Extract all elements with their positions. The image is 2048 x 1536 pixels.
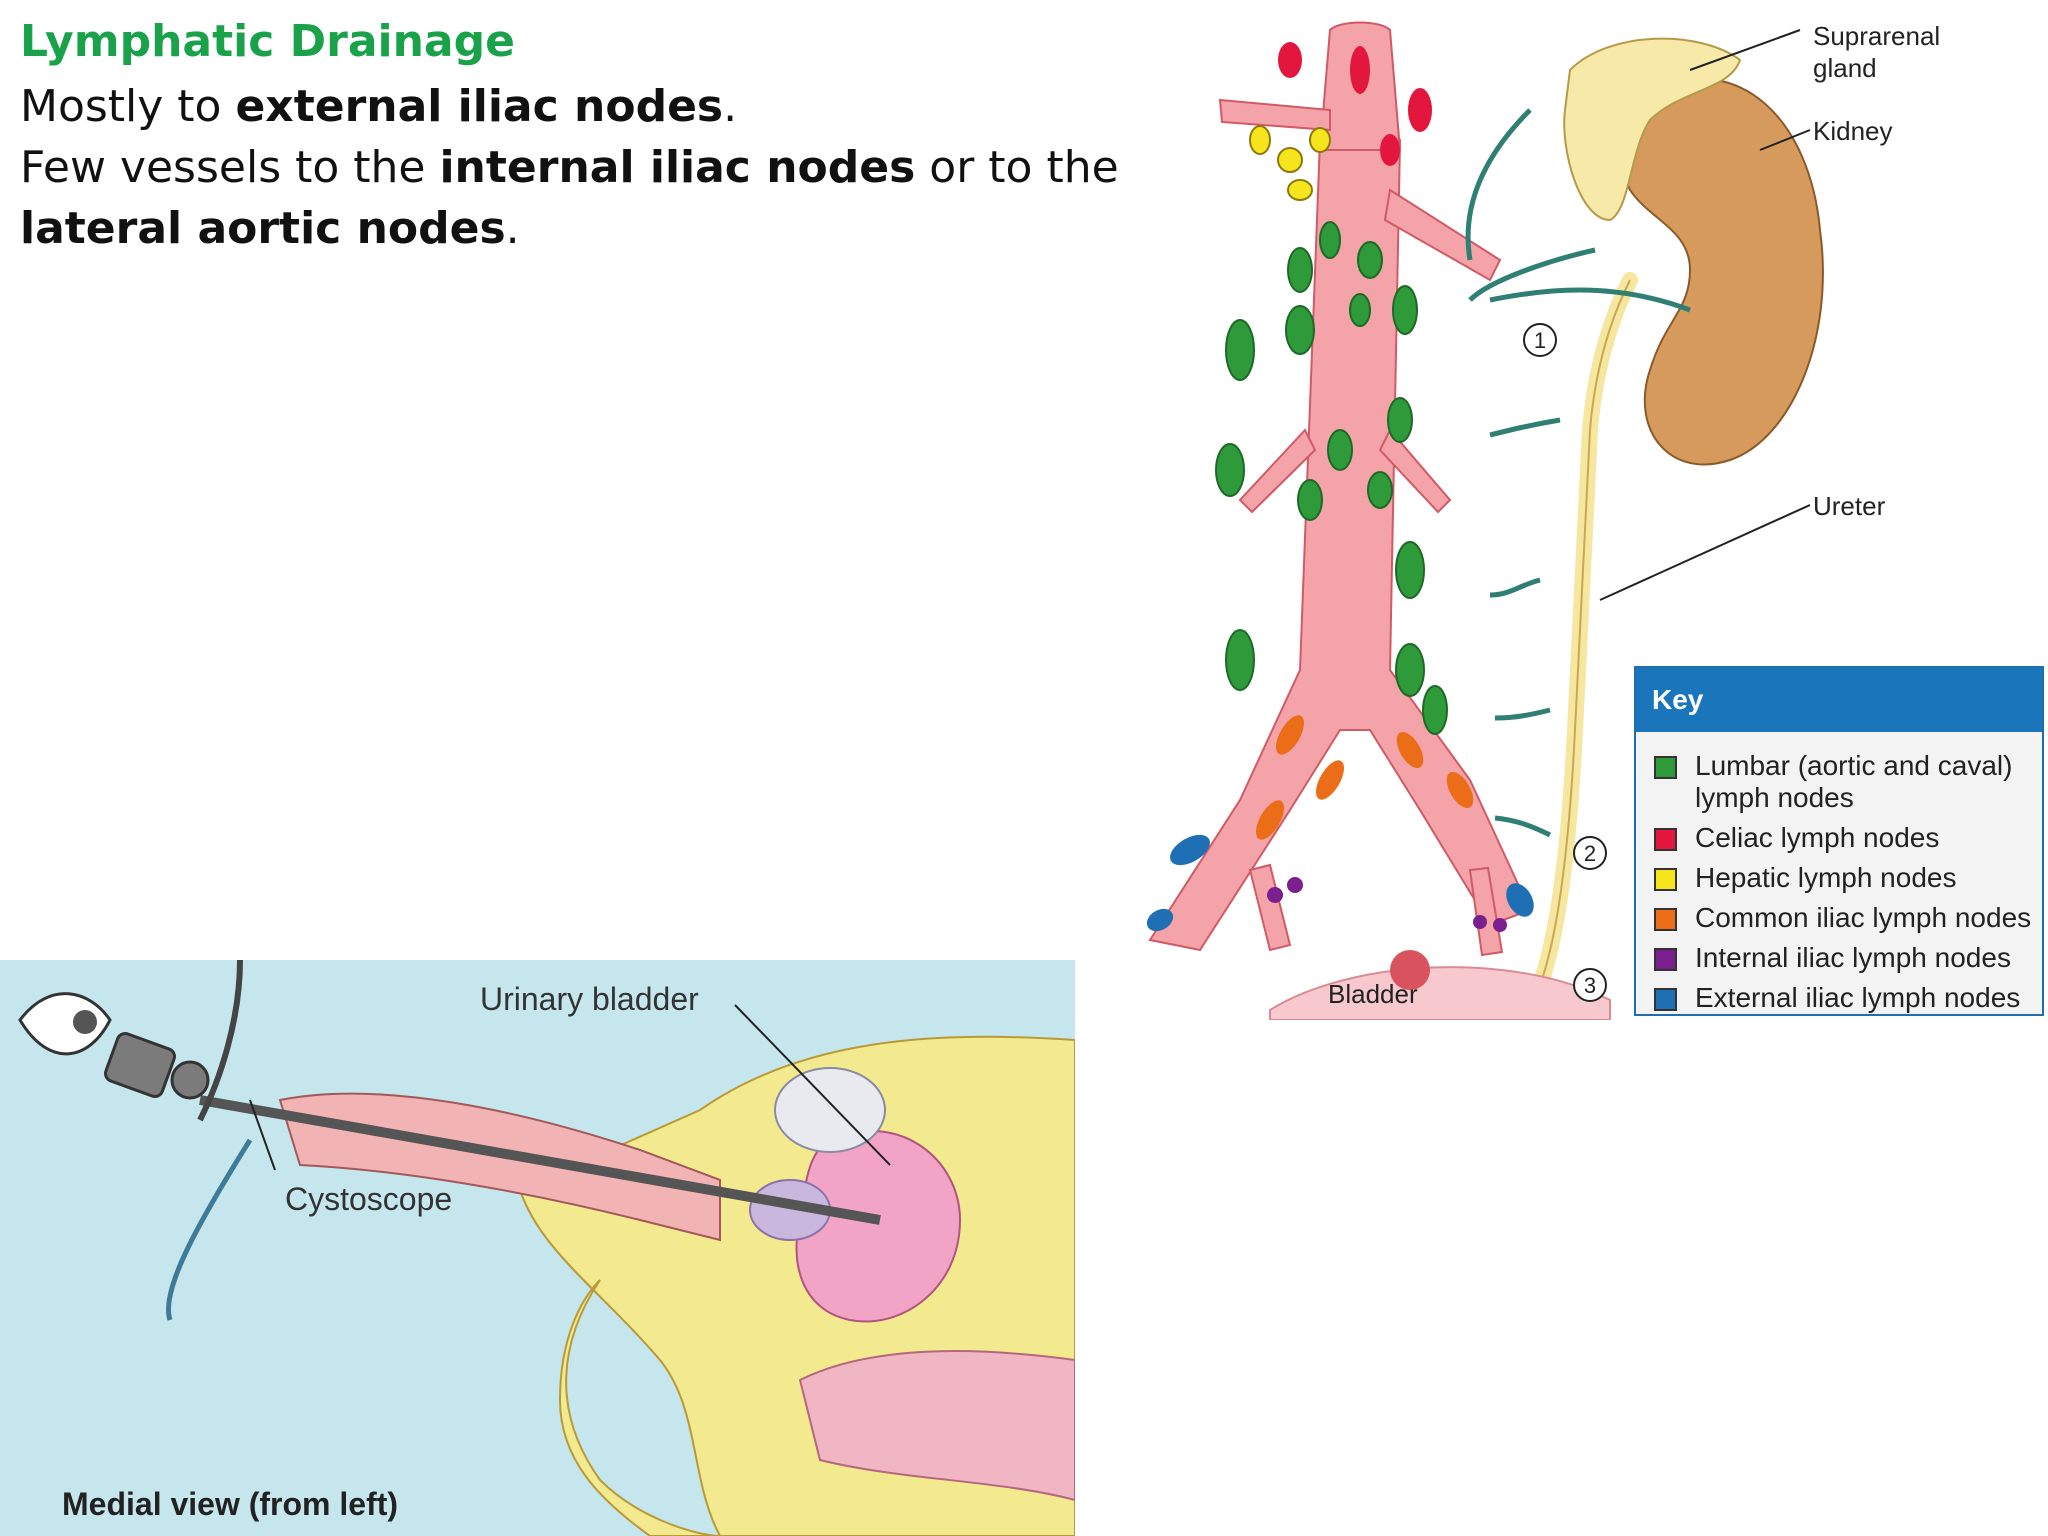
- eye-icon: [18, 992, 112, 1056]
- common-iliac-lymph-nodes: [1256, 715, 1474, 840]
- caption-label: Medial view (from left): [62, 1486, 398, 1522]
- bladder-shape: [1269, 966, 1611, 1020]
- rectum-shape: [798, 1350, 1075, 1502]
- marker-1: 1: [1523, 323, 1557, 357]
- text-line-3-bold: lateral aortic nodes: [20, 203, 506, 254]
- key-item: Internal iliac lymph nodes: [1636, 942, 2042, 974]
- text-line-3: lateral aortic nodes.: [20, 198, 1119, 259]
- key-item: Hepatic lymph nodes: [1636, 862, 2042, 894]
- key-item-label: Internal iliac lymph nodes: [1695, 942, 2011, 973]
- celiac-lymph-nodes: [1278, 42, 1432, 166]
- pubic-bone-shape: [774, 1067, 886, 1153]
- external-iliac-lymph-nodes: [1146, 834, 1534, 932]
- marker-3: 3: [1573, 968, 1607, 1002]
- text-line-1-bold: external iliac nodes: [235, 81, 724, 132]
- hepatic-lymph-nodes: [1249, 125, 1331, 201]
- marker-2-label: 2: [1584, 841, 1596, 866]
- ureter-label: Ureter: [1813, 491, 1886, 521]
- key-item-label: Celiac lymph nodes: [1695, 822, 1940, 853]
- slide-title: Lymphatic Drainage: [20, 16, 515, 67]
- text-line-3-post: .: [505, 203, 520, 254]
- key-item: External iliac lymph nodes: [1636, 982, 2042, 1014]
- text-line-2-bold: internal iliac nodes: [439, 142, 916, 193]
- lymph-node-key: Key Lumbar (aortic and caval)lymph nodes…: [1634, 666, 2044, 1016]
- marker-1-label: 1: [1534, 328, 1546, 353]
- key-item-label-line2: lymph nodes: [1695, 782, 1854, 813]
- cystoscope-diagram: Urinary bladder Cystoscope Medial view (…: [0, 960, 1075, 1536]
- text-line-1: Mostly to external iliac nodes.: [20, 76, 1119, 137]
- kidney-label: Kidney: [1813, 116, 1893, 146]
- key-title: Key: [1636, 668, 2042, 732]
- ureter-shape: [1532, 272, 1638, 993]
- kidney-lymph-diagram: Suprarenal gland Kidney Ureter Bladder 1…: [1146, 21, 1940, 1020]
- marker-2: 2: [1573, 836, 1607, 870]
- bladder-label: Bladder: [1328, 979, 1418, 1009]
- key-swatch: [1654, 756, 1677, 779]
- key-item-label: Hepatic lymph nodes: [1695, 862, 1957, 893]
- kidney-shape: [1618, 77, 1824, 466]
- key-swatch: [1654, 868, 1677, 891]
- key-item-label: Lumbar (aortic and caval): [1695, 750, 2013, 781]
- key-swatch: [1654, 908, 1677, 931]
- text-line-2-post: or to the: [915, 142, 1119, 193]
- lumbar-lymph-nodes: [1215, 221, 1448, 735]
- text-line-1-pre: Mostly to: [20, 81, 236, 132]
- key-swatch: [1654, 828, 1677, 851]
- key-item-label: Common iliac lymph nodes: [1695, 902, 2032, 933]
- suprarenal-label-1: Suprarenal: [1813, 21, 1940, 51]
- slide-text-block: Lymphatic Drainage Mostly to external il…: [20, 14, 1119, 259]
- suprarenal-gland-shape: [1563, 37, 1742, 222]
- cystoscope-label: Cystoscope: [285, 1181, 452, 1217]
- urinary-bladder-label: Urinary bladder: [480, 981, 699, 1017]
- cystoscope-instrument: [104, 960, 881, 1321]
- key-swatch: [1654, 948, 1677, 971]
- key-item-label: External iliac lymph nodes: [1695, 982, 2021, 1013]
- marker-3-label: 3: [1584, 973, 1596, 998]
- key-swatch: [1654, 988, 1677, 1011]
- key-item: Common iliac lymph nodes: [1636, 902, 2042, 934]
- text-line-2: Few vessels to the internal iliac nodes …: [20, 137, 1119, 198]
- suprarenal-label-2: gland: [1813, 53, 1877, 83]
- key-item: Celiac lymph nodes: [1636, 822, 2042, 854]
- aorta-shape: [1148, 139, 1532, 952]
- text-line-2-pre: Few vessels to the: [20, 142, 440, 193]
- internal-iliac-lymph-nodes: [1267, 877, 1507, 932]
- key-item: Lumbar (aortic and caval)lymph nodes: [1636, 750, 2042, 814]
- text-line-1-post: .: [723, 81, 738, 132]
